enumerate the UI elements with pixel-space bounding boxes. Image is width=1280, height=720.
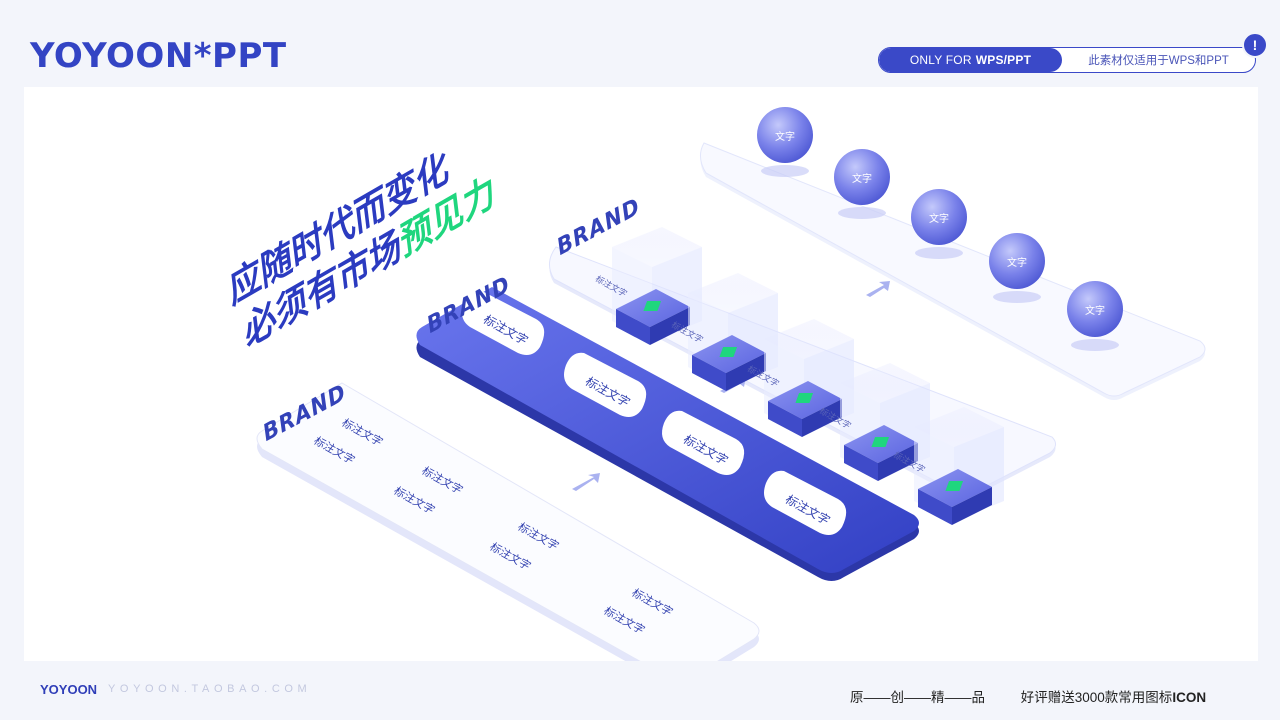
spheres [757,107,1123,351]
cube [914,407,1004,525]
sphere [757,107,813,163]
sphere [989,233,1045,289]
platform-badge: ONLY FOR WPS/PPT 此素材仅适用于WPS和PPT [878,47,1256,73]
band-pill [462,290,545,355]
sphere [1067,281,1123,337]
footer-slogan-bold: ICON [1172,690,1207,705]
platform-4 [700,142,1206,400]
arrow-3 [866,281,890,297]
cubes [612,227,1004,525]
footer-brand: YOYOON [40,682,98,697]
sphere-label: 文字 [852,174,872,185]
cube [688,273,778,391]
badge-only-for-text: ONLY FOR [909,53,972,67]
footer-slogan-prefix: 好评赠送3000款常用图标 [1020,690,1173,705]
arrow-1 [572,473,600,491]
footer-tagline: 原——创——精——品 [850,690,985,705]
footer-url[interactable]: YOYOON.TAOBAO.COM [108,683,312,695]
footer-tagline-group: 原——创——精——品 好评赠送3000款常用图标ICON [850,686,1206,706]
alert-icon[interactable]: ! [1242,32,1268,58]
badge-note: 此素材仅适用于WPS和PPT [1088,55,1229,67]
badge-only-for: ONLY FOR WPS/PPT [879,48,1062,72]
sphere-label: 文字 [1085,306,1105,317]
footer-slogan: 好评赠送3000款常用图标ICON [1021,690,1206,705]
band-pills [462,290,847,535]
sphere-label: 文字 [775,132,795,143]
band-pill [662,410,745,475]
badge-platform-text: WPS/PPT [975,53,1032,67]
band-pill [564,352,647,417]
platform-1 [256,382,760,661]
isometric-illustration [256,107,1206,661]
sphere [911,189,967,245]
page-title: YOYOON*PPT [30,36,287,76]
sphere-label: 文字 [929,214,949,225]
sphere-label: 文字 [1007,258,1027,269]
slide-canvas: 应随时代而变化 必须有市场预见力 BRAND BRAND BRAND 标注文字 … [24,87,1258,661]
cube [612,227,702,345]
sphere [834,149,890,205]
band-pill [764,470,847,535]
